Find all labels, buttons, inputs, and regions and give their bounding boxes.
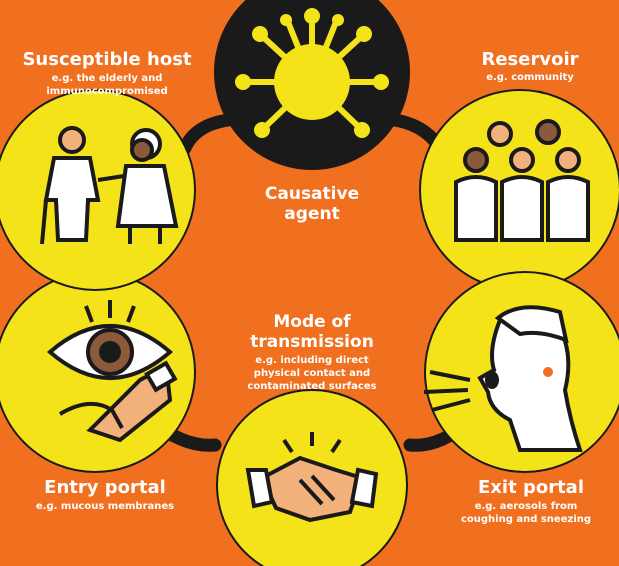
causative-agent-title-line1: Causative <box>264 184 360 204</box>
causative-agent-title: Causative agent <box>232 184 392 224</box>
mode-of-transmission-example-line1: e.g. including direct <box>255 355 369 366</box>
mode-of-transmission-example: e.g. including direct physical contact a… <box>214 354 410 393</box>
causative-agent-title-line2: agent <box>284 204 340 224</box>
susceptible-host-example: e.g. the elderly and immunocompromised <box>4 72 210 98</box>
susceptible-host-node <box>0 89 196 291</box>
reservoir-title: Reservoir <box>481 49 579 70</box>
elderly-couple-icon <box>40 126 179 245</box>
entry-portal-example: e.g. mucous membranes <box>35 501 175 512</box>
reservoir-example: e.g. community <box>486 72 574 83</box>
exit-portal-example-line1: e.g. aerosols from <box>474 501 578 512</box>
eye-touch-icon <box>46 300 178 443</box>
reservoir-node <box>419 89 619 291</box>
exit-portal-example: e.g. aerosols from coughing and sneezing <box>436 500 616 526</box>
entry-portal-title: Entry portal <box>44 477 166 498</box>
causative-agent-node <box>214 0 410 170</box>
susceptible-host-example-line2: immunocompromised <box>46 86 168 97</box>
handshake-icon <box>245 432 379 523</box>
mode-of-transmission-title-line1: Mode of <box>273 312 351 332</box>
exit-portal-example-line2: coughing and sneezing <box>460 514 592 525</box>
coughing-face-icon <box>423 305 583 452</box>
mode-of-transmission-title: Mode of transmission <box>220 312 404 352</box>
susceptible-host-example-line1: e.g. the elderly and <box>51 73 163 84</box>
mode-of-transmission-example-line3: contaminated surfaces <box>247 381 377 392</box>
mode-of-transmission-node <box>216 389 408 566</box>
mode-of-transmission-title-line2: transmission <box>250 332 374 352</box>
mode-of-transmission-example-line2: physical contact and <box>253 368 371 379</box>
entry-portal-node <box>0 271 196 473</box>
people-group-icon <box>454 119 590 242</box>
exit-portal-title: Exit portal <box>478 477 584 498</box>
susceptible-host-title: Susceptible host <box>22 49 192 70</box>
exit-portal-node <box>423 271 619 473</box>
virus-icon <box>235 8 389 138</box>
